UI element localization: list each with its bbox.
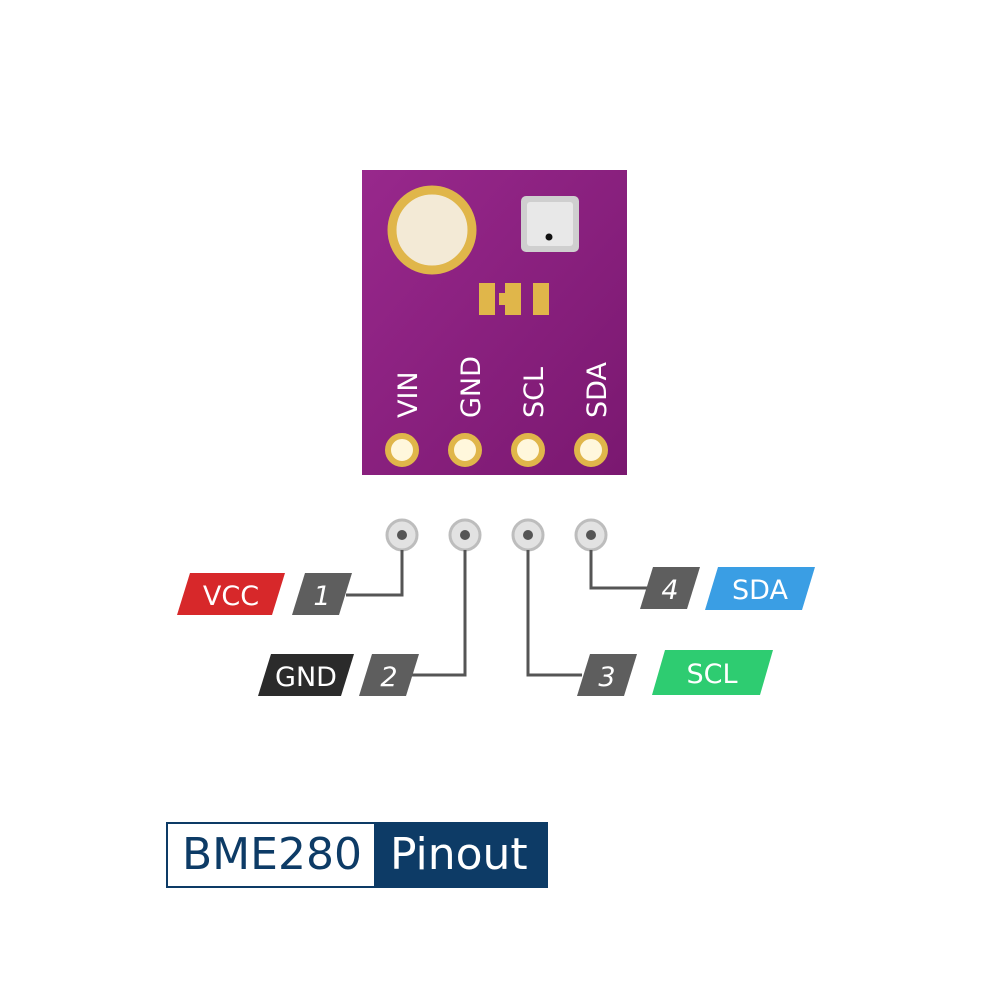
title-part-number: BME280: [168, 824, 376, 886]
pin-func-badge-scl: [652, 650, 773, 695]
board-label-sda: SDA: [582, 362, 613, 418]
mounting-hole: [387, 185, 477, 275]
board-label-scl: SCL: [519, 367, 550, 418]
pin-func-badge-sda: [705, 567, 815, 610]
pin-number-badge-4: [640, 567, 700, 609]
board-label-vin: VIN: [393, 371, 424, 418]
pin-func-label-vcc: VCC: [203, 581, 259, 612]
header-pins: [385, 518, 608, 552]
pin-3-row: 3 SCL: [577, 650, 773, 696]
title-word: Pinout: [375, 824, 546, 886]
pin-func-badge-gnd: [258, 654, 354, 696]
pin-number-label-2: 2: [380, 662, 397, 693]
sensor-chip: [521, 196, 579, 252]
board-pads: [385, 433, 608, 467]
pin-4-row: 4 SDA: [640, 567, 815, 610]
title-box: BME280 Pinout: [166, 822, 548, 888]
pin-func-label-scl: SCL: [686, 659, 737, 690]
pin-1-row: VCC 1: [177, 573, 352, 615]
leader-lines: [346, 550, 647, 677]
pin-number-badge-2: [359, 654, 419, 696]
solder-jumper: [479, 283, 549, 315]
pin-number-label-3: 3: [598, 662, 615, 693]
pin-number-label-4: 4: [661, 575, 678, 606]
sensor-board: VIN GND SCL SDA: [362, 170, 627, 475]
pin-number-badge-1: [292, 573, 352, 615]
pin-func-badge-vcc: [177, 573, 285, 615]
pin-number-label-1: 1: [313, 581, 330, 612]
board-label-gnd: GND: [456, 356, 487, 418]
pin-number-badge-3: [577, 654, 637, 696]
pin-func-label-sda: SDA: [732, 575, 788, 606]
pin-2-row: GND 2: [258, 654, 419, 696]
pin-func-label-gnd: GND: [275, 662, 337, 693]
